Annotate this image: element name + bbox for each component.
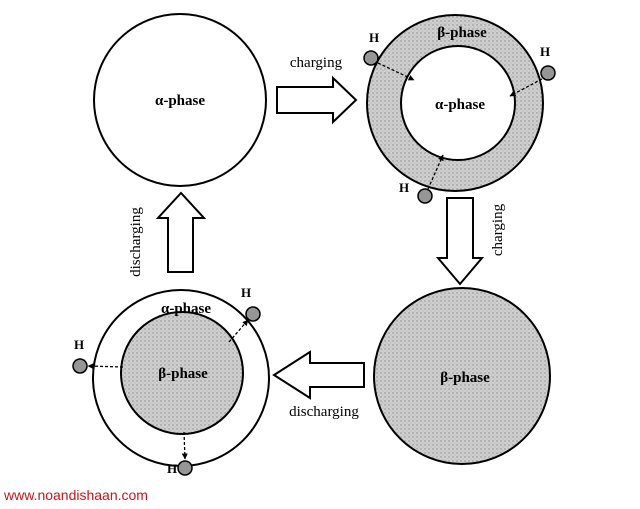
hydrogen-atom xyxy=(72,358,88,374)
beta-phase-particle: β-phase xyxy=(373,287,551,465)
hydrogen-label: H xyxy=(167,461,177,476)
hydrogen-atom xyxy=(177,460,193,476)
alpha-phase-circle xyxy=(93,13,267,187)
charging-label-top: charging xyxy=(290,55,343,71)
beta-phase-circle xyxy=(373,287,551,465)
alpha-shell-beta-core-particle: α-phase β-phase H H H xyxy=(72,285,270,476)
discharging-arrow-left: discharging xyxy=(272,350,365,420)
alpha-phase-shell-label: α-phase xyxy=(161,301,211,317)
beta-core xyxy=(120,311,244,435)
hydrogen-label: H xyxy=(540,44,550,59)
hydrogen-label: H xyxy=(74,337,84,352)
diffusion-arrow xyxy=(181,431,188,460)
alpha-phase-core-label: α-phase xyxy=(435,97,485,113)
hydrogen-atom xyxy=(540,65,556,81)
hydrogen-atom xyxy=(363,50,379,66)
hydrogen-label: H xyxy=(241,285,251,300)
alpha-core xyxy=(400,45,516,161)
hydrogen-label: H xyxy=(399,180,409,195)
alpha-phase-particle: α-phase xyxy=(93,13,267,187)
watermark-text: www.noandishaan.com xyxy=(4,487,148,503)
diffusion-arrow xyxy=(427,154,444,190)
beta-phase-label: β-phase xyxy=(440,370,490,386)
hydrogen-atom xyxy=(417,188,433,204)
beta-phase-core-label: β-phase xyxy=(158,366,208,382)
diffusion-arrow xyxy=(87,363,124,370)
alpha-phase-label: α-phase xyxy=(155,93,205,109)
discharging-label-left: discharging xyxy=(128,207,144,277)
charging-arrow-right: charging xyxy=(276,55,358,125)
hydrogen-label: H xyxy=(369,30,379,45)
discharging-label-bottom: discharging xyxy=(289,404,359,420)
hydrogen-atom xyxy=(245,306,261,322)
beta-phase-shell-label: β-phase xyxy=(437,25,487,41)
charging-arrow-down: charging xyxy=(435,197,506,286)
diffusion-arrow xyxy=(509,78,543,97)
diffusion-arrow xyxy=(377,62,415,81)
beta-shell-alpha-core-particle: β-phase α-phase H H H xyxy=(363,14,556,204)
discharging-arrow-up: discharging xyxy=(128,191,207,277)
charging-label-right: charging xyxy=(490,203,506,256)
